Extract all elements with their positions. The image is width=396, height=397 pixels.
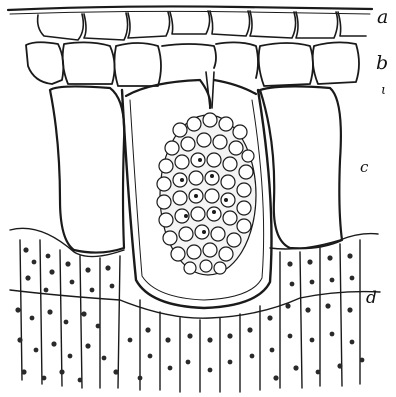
label-d: d bbox=[366, 290, 377, 307]
label-b: b bbox=[376, 54, 388, 73]
cystolith-stalk bbox=[206, 72, 214, 108]
label-a: a bbox=[377, 8, 388, 27]
cystolith bbox=[157, 113, 256, 275]
surface-line bbox=[8, 6, 372, 10]
epidermis-row-a bbox=[38, 11, 366, 40]
surface-line-inner bbox=[10, 11, 370, 14]
label-i: ι bbox=[381, 84, 386, 97]
label-c: c bbox=[360, 160, 368, 175]
